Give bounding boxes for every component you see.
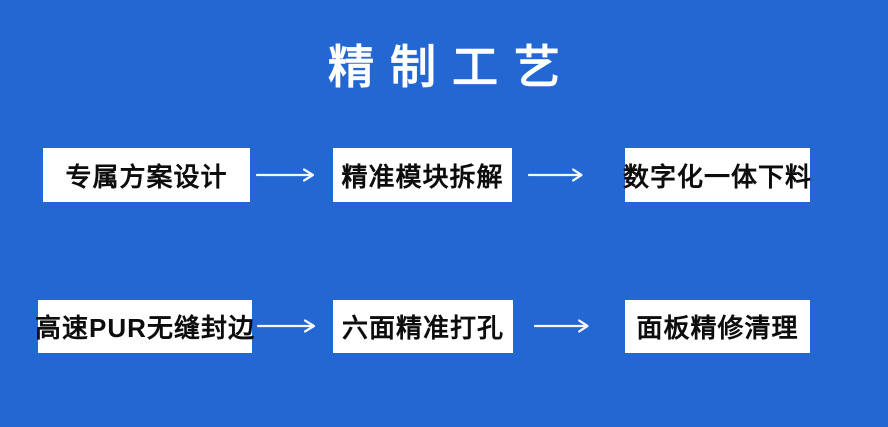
flow-step-six-side-drilling: 六面精准打孔 — [333, 300, 513, 353]
arrow-right-icon — [257, 318, 323, 334]
flow-step-exclusive-design: 专属方案设计 — [43, 148, 250, 202]
flow-step-pur-edge-banding: 高速PUR无缝封边 — [35, 300, 255, 353]
flow-step-label: 高速PUR无缝封边 — [35, 313, 255, 343]
flow-step-panel-cleaning: 面板精修清理 — [625, 300, 810, 353]
flow-step-label: 精准模块拆解 — [341, 161, 504, 192]
arrow-right-icon — [528, 167, 590, 183]
flow-step-digital-cutting: 数字化一体下料 — [623, 148, 813, 202]
arrow-right-icon — [256, 167, 322, 183]
flow-step-label: 专属方案设计 — [65, 161, 228, 192]
flow-step-label: 面板精修清理 — [636, 313, 799, 343]
flow-step-label: 六面精准打孔 — [341, 313, 504, 343]
flow-step-label: 数字化一体下料 — [623, 161, 813, 192]
page-title: 精制工艺 — [328, 41, 576, 93]
arrow-right-icon — [534, 318, 596, 334]
flow-step-module-disassembly: 精准模块拆解 — [333, 148, 512, 202]
